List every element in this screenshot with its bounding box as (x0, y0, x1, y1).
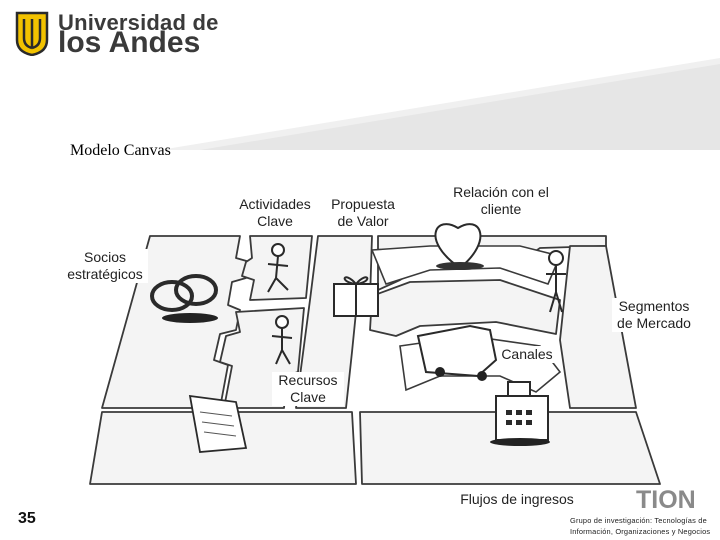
rings-icon (150, 280, 194, 312)
label-relacion-cliente: Relación con el cliente (453, 184, 549, 217)
canvas-block-segmentos (559, 245, 637, 409)
heart-icon (434, 223, 482, 270)
label-recursos-clave: Recursos Clave (272, 372, 344, 406)
logo-text-line1: Universidad de (58, 10, 219, 35)
label-propuesta-valor: Propuesta de Valor (331, 196, 395, 229)
canvas-block-canales (369, 279, 561, 337)
research-group-text: Grupo de investigación: Tecnologías de I… (570, 516, 711, 536)
worker-person-icon (271, 243, 285, 257)
university-logo-icon (15, 11, 49, 56)
tion-logo-text: TION (636, 486, 696, 512)
label-actividades-clave: Actividades Clave (239, 196, 311, 229)
label-segmentos-mercado: Segmentos de Mercado (612, 298, 696, 332)
customer-person-icon (548, 250, 564, 266)
logo-text-line2: los Andes (58, 26, 201, 59)
page-number: 35 (18, 510, 36, 527)
resource-person-icon (275, 315, 289, 329)
tion-logo-icon: TION (636, 486, 696, 512)
canvas-block-propuesta (295, 235, 373, 409)
label-flujos-ingresos: Flujos de ingresos (452, 491, 582, 508)
truck-icon (416, 324, 498, 378)
slide-title: Modelo Canvas (70, 142, 171, 159)
label-socios-estrategicos: Socios estratégicos (62, 249, 148, 283)
business-model-canvas-illustration (89, 223, 661, 485)
cash-register-icon (495, 395, 549, 441)
header-background-band (160, 58, 720, 150)
label-canales: Canales (498, 346, 556, 363)
